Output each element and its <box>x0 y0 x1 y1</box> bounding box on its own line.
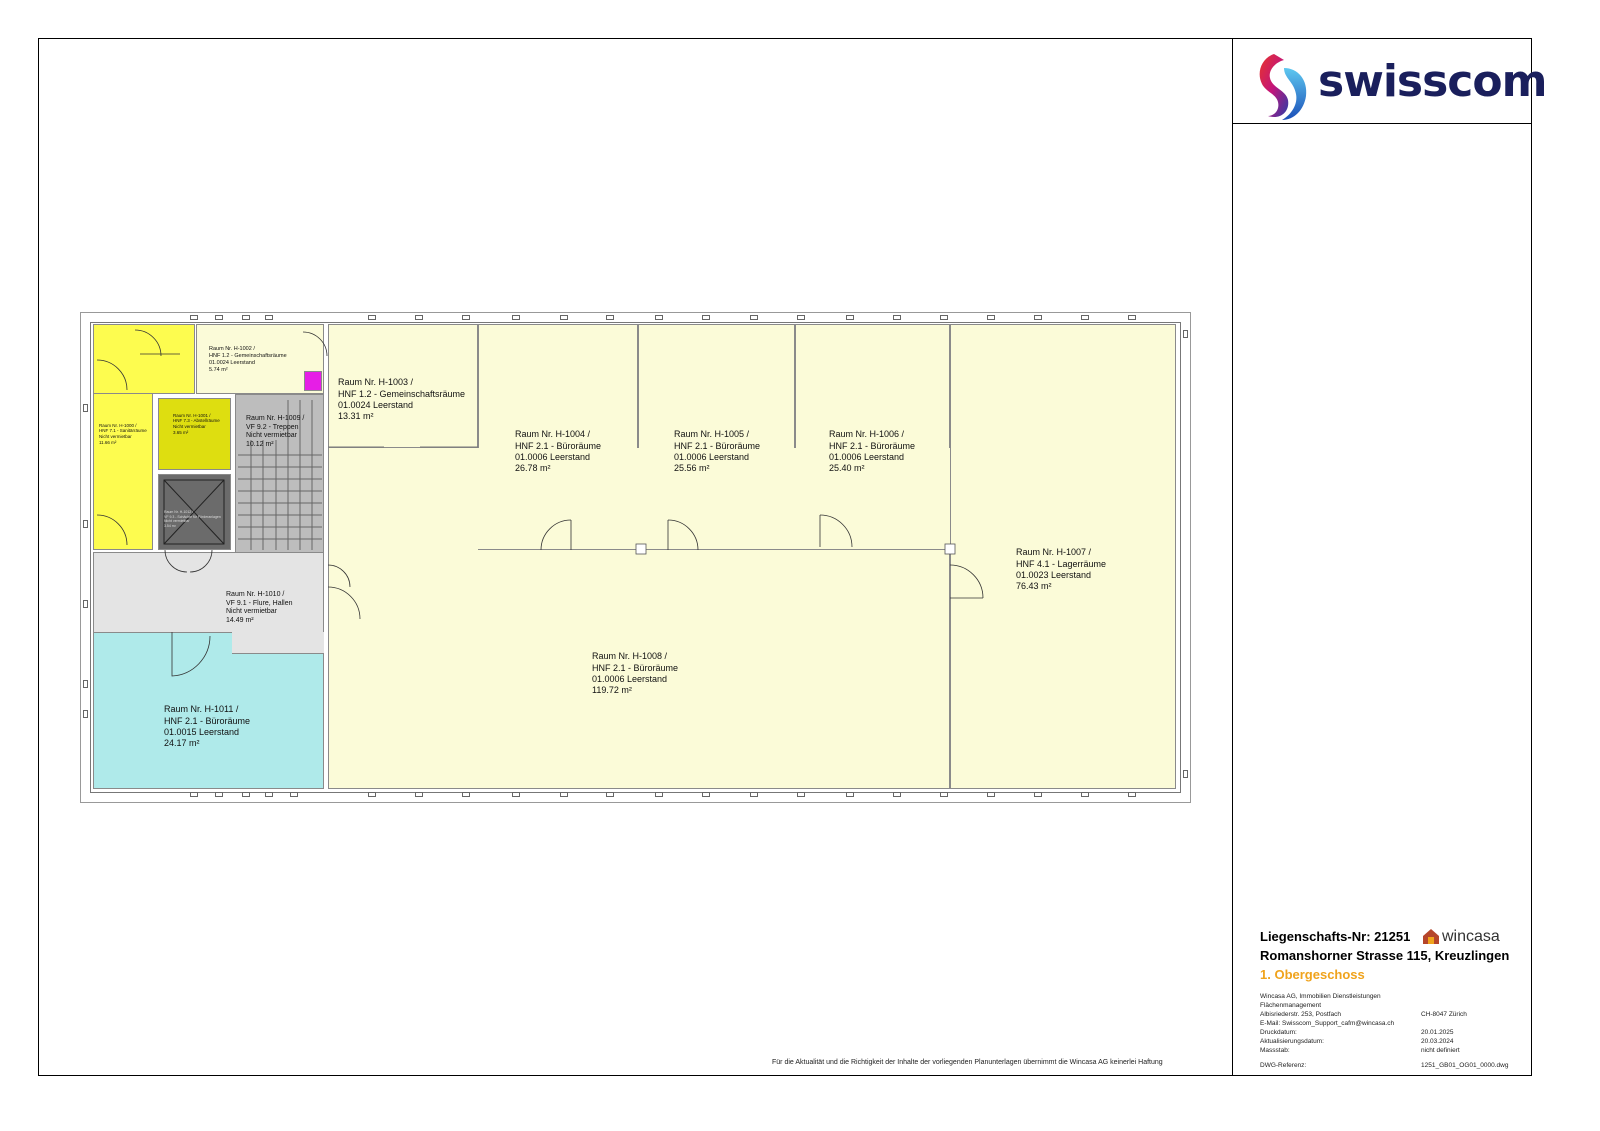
room-h1004-fill <box>478 448 950 550</box>
label-h1003: Raum Nr. H-1003 /HNF 1.2 - Gemeinschafts… <box>338 377 466 421</box>
print-date-value: 20.01.2025 <box>1421 1029 1454 1036</box>
property-number: Liegenschafts-Nr: 21251 <box>1260 929 1411 944</box>
print-date-label: Druckdatum: <box>1260 1029 1297 1036</box>
swisscom-logo-icon <box>1259 54 1307 120</box>
floor-name: 1. Obergeschoss <box>1260 967 1365 982</box>
brand-name: swisscom <box>1318 56 1547 107</box>
floor-plan-inner-wall <box>90 322 1181 793</box>
title-column <box>1232 38 1532 1076</box>
city: CH-8047 Zürich <box>1421 1011 1467 1018</box>
disclaimer: Für die Aktualität und die Richtigkeit d… <box>772 1059 1163 1066</box>
drawing-frame <box>38 38 1532 1076</box>
wincasa-logo-text: wincasa <box>1442 928 1500 945</box>
label-h1002: Raum Nr. H-1002 /HNF 1.2 - Gemeinschafts… <box>209 345 287 373</box>
update-date-label: Aktualisierungsdatum: <box>1260 1038 1324 1045</box>
room-h1003[interactable] <box>328 324 478 448</box>
shaft-magenta <box>304 371 322 391</box>
label-shaft: Raum Nr. H-1012 /VF 9.3 - Schächte für F… <box>164 510 221 528</box>
email: E-Mail: Swisscom_Support_cafm@wincasa.ch <box>1260 1020 1395 1027</box>
dwg-value: 1251_GB01_OG01_0000.dwg <box>1421 1062 1509 1069</box>
property-address: Romanshorner Strasse 115, Kreuzlingen <box>1260 948 1510 963</box>
department: Flächenmanagement <box>1260 1002 1322 1009</box>
room-h1000-top <box>93 324 195 394</box>
scale-label: Massstab: <box>1260 1047 1290 1054</box>
logo-box <box>1232 38 1532 124</box>
room-h1011[interactable] <box>93 632 324 789</box>
scale-value: nicht definiert <box>1421 1047 1460 1054</box>
room-h1001[interactable] <box>158 398 231 470</box>
company-name: Wincasa AG, Immobilien Dienstleistungen <box>1260 993 1381 1000</box>
room-h1002[interactable] <box>196 324 324 394</box>
update-date-value: 20.03.2024 <box>1421 1038 1454 1045</box>
wincasa-house-icon <box>1423 929 1439 944</box>
room-h1007[interactable] <box>950 324 1176 789</box>
street: Albisriederstr. 253, Postfach <box>1260 1011 1341 1018</box>
room-h1010-gap <box>232 632 324 654</box>
dwg-label: DWG-Referenz: <box>1260 1062 1307 1069</box>
